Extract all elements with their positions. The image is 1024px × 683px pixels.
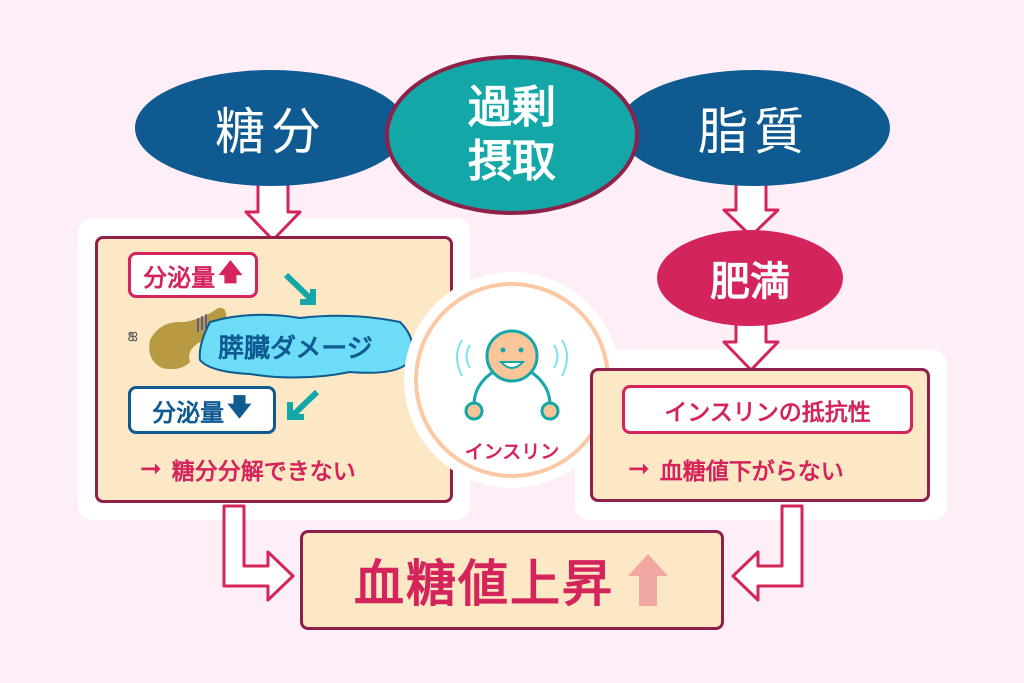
arrow-up-icon: 🡅 <box>218 257 243 286</box>
blood-sugar-rise-label: 血糖値上昇 <box>354 555 614 613</box>
arrow-down-icon: 🡇 <box>227 392 252 421</box>
sugar-label: 糖分 <box>215 103 327 161</box>
pancreas-damage-label: 膵臓ダメージ <box>218 334 373 364</box>
excess-label-line2: 摂取 <box>468 136 556 187</box>
insulin-label: インスリン <box>464 441 560 463</box>
fat-ellipse: 脂質 <box>618 70 890 186</box>
right-result-label: 血糖値下がらない <box>659 459 844 485</box>
elbow-arrow-icon <box>222 504 295 602</box>
teal-arrow-down-right-icon <box>283 272 316 305</box>
arrow-right-icon: ➞ <box>628 454 650 484</box>
resistance-tag: インスリンの抵抗性 <box>622 385 913 434</box>
fat-label: 脂質 <box>698 103 810 161</box>
secretion-up-tag: 分泌量 🡅 <box>128 252 258 298</box>
right-result: ➞ 血糖値下がらない <box>628 452 844 486</box>
left-result: ➞ 糖分分解できない <box>140 452 356 486</box>
excess-label-line1: 過剰 <box>468 82 556 133</box>
dizzy-icon: ஐ <box>128 327 138 341</box>
obesity-ellipse: 肥満 <box>657 230 843 326</box>
secretion-down-label: 分泌量 <box>152 398 225 427</box>
blood-sugar-rise-box: 血糖値上昇 <box>300 530 724 630</box>
left-result-label: 糖分分解できない <box>171 459 356 485</box>
excess-intake-ellipse: 過剰 摂取 <box>385 55 639 215</box>
teal-arrow-down-left-icon <box>287 389 320 420</box>
sugar-ellipse: 糖分 <box>135 70 407 186</box>
arrow-right-icon: ➞ <box>140 454 162 484</box>
arrow-up-icon <box>628 554 668 606</box>
secretion-up-label: 分泌量 <box>143 263 216 292</box>
secretion-down-tag: 分泌量 🡇 <box>128 386 276 434</box>
elbow-arrow-icon <box>731 504 804 602</box>
pancreas-icon <box>149 307 227 370</box>
damage-blob <box>198 313 414 379</box>
obesity-label: 肥満 <box>710 259 790 305</box>
resistance-label: インスリンの抵抗性 <box>664 399 871 426</box>
